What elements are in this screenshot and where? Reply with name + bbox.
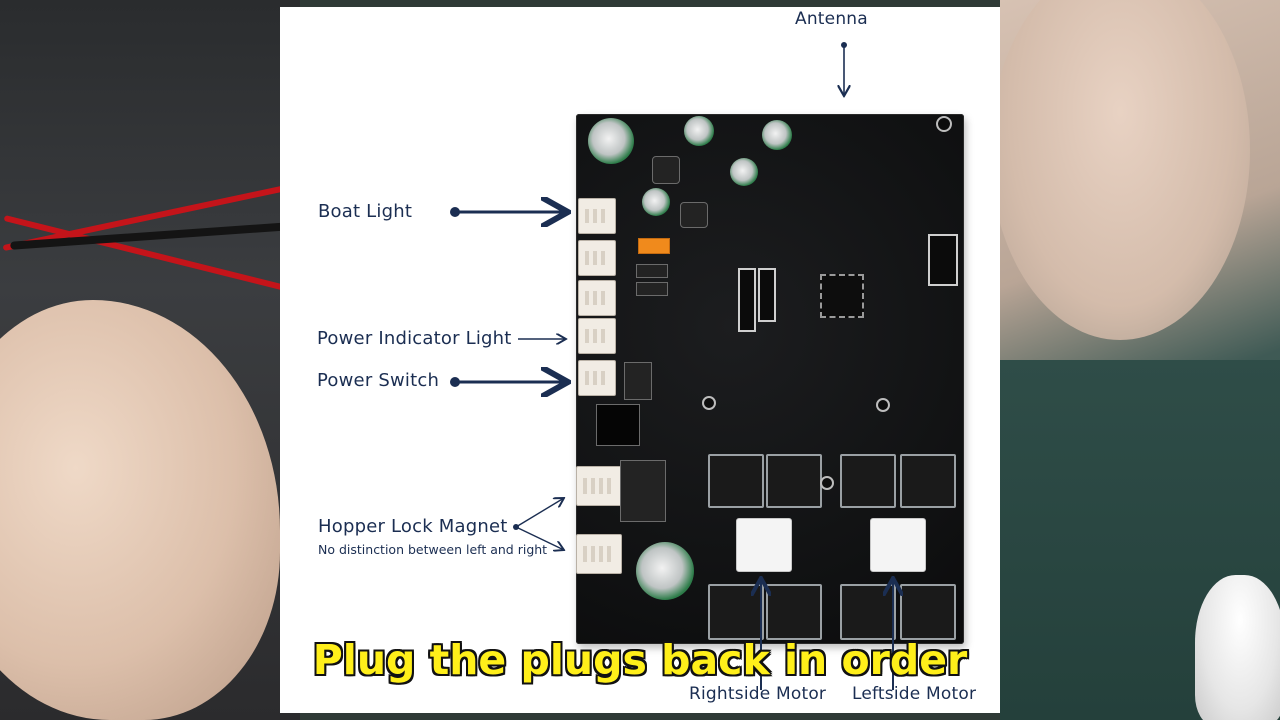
right-hand-blur <box>990 0 1250 340</box>
capacitor <box>684 116 714 146</box>
orange-component <box>638 238 670 254</box>
power-indicator-light-label: Power Indicator Light <box>317 328 512 349</box>
fan-detector-block <box>596 404 640 446</box>
mosfet <box>840 454 896 508</box>
mosfet <box>766 584 822 640</box>
video-subtitle: Plug the plugs back in order <box>312 636 968 684</box>
inductor <box>652 156 680 184</box>
microcontroller-chip <box>820 274 864 318</box>
capacitor <box>762 120 792 150</box>
mounting-hole <box>702 396 716 410</box>
regulator <box>624 362 652 400</box>
capacitor <box>588 118 634 164</box>
right-header <box>928 234 958 286</box>
rightside-motor-label: Rightside Motor <box>689 684 827 704</box>
leftside-motor-label: Leftside Motor <box>852 684 977 704</box>
antenna-label: Antenna <box>795 9 868 29</box>
boat-light-label: Boat Light <box>318 201 413 222</box>
control-board <box>576 114 964 644</box>
connector-power-switch <box>578 360 616 396</box>
mosfet <box>708 454 764 508</box>
pin-header <box>758 268 776 322</box>
connector <box>578 280 616 316</box>
capacitor <box>730 158 758 186</box>
connector-boat-light <box>578 198 616 234</box>
pin-header <box>738 268 756 332</box>
hopper-lock-magnet-label: Hopper Lock Magnet <box>318 516 508 537</box>
transistor-group <box>620 460 666 522</box>
mounting-hole <box>936 116 952 132</box>
power-switch-label: Power Switch <box>317 370 440 391</box>
rightside-motor-plug <box>736 518 792 572</box>
inductor <box>680 202 708 228</box>
resistor <box>636 282 668 296</box>
connector-power-indicator <box>578 318 616 354</box>
mosfet <box>900 584 956 640</box>
leftside-motor-plug <box>870 518 926 572</box>
connector-hopper-lock-2 <box>576 534 622 574</box>
mounting-hole <box>820 476 834 490</box>
gloved-finger <box>1195 575 1280 720</box>
hopper-lock-note: No distinction between left and right <box>318 542 548 557</box>
mosfet <box>900 454 956 508</box>
capacitor-large <box>636 542 694 600</box>
capacitor <box>642 188 670 216</box>
resistor <box>636 264 668 278</box>
mounting-hole <box>876 398 890 412</box>
connector <box>578 240 616 276</box>
connector-hopper-lock-1 <box>576 466 622 506</box>
